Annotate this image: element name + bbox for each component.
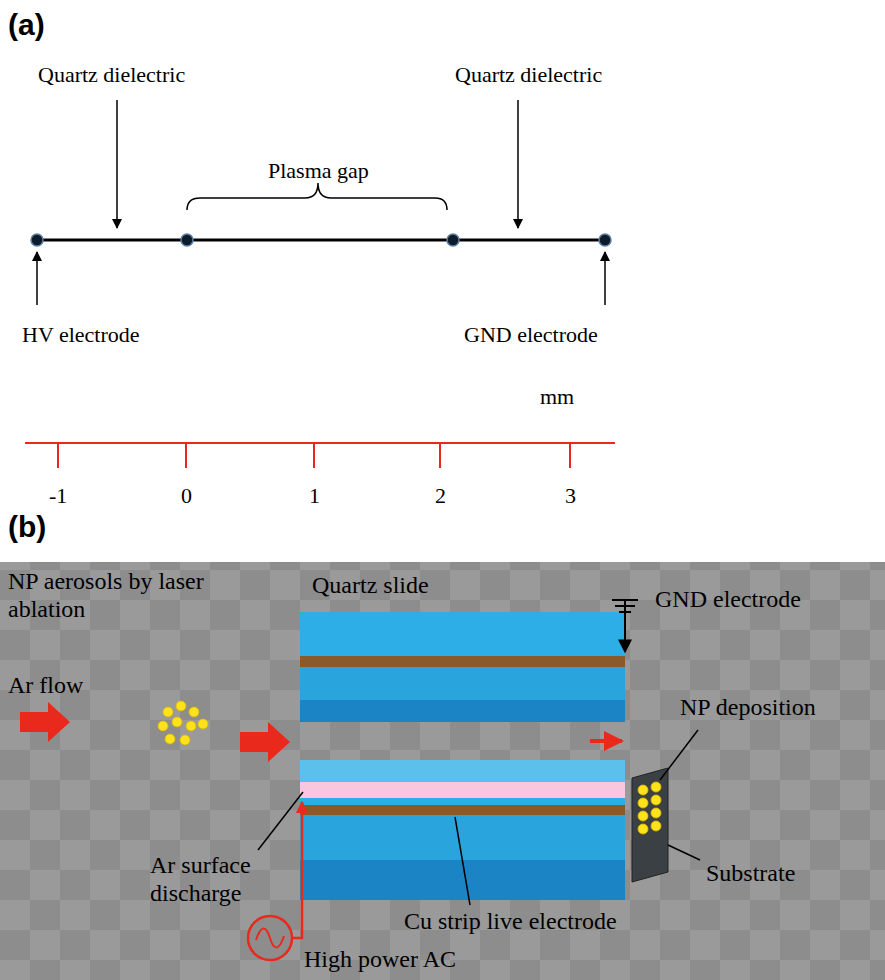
part-name: NP aerosols by laser ablation (8, 568, 283, 623)
part-name: Cu strip live electrode (404, 908, 617, 936)
checkered-ground (0, 562, 885, 980)
top-quartz-slide (300, 612, 625, 722)
part-name: High power AC (304, 946, 456, 974)
part-name: Quartz dielectric (455, 62, 602, 87)
part-name: GND electrode (655, 586, 801, 614)
ground-symbol (612, 600, 638, 652)
np-aerosol (158, 701, 208, 745)
part-name: Ar flow (8, 672, 83, 700)
flow-arrows (20, 702, 622, 762)
substrate (632, 768, 668, 882)
tick-label: 2 (435, 483, 446, 508)
gap-schematic (31, 100, 611, 305)
panel-label: (a) (8, 8, 45, 43)
tick-label: 1 (309, 483, 320, 508)
bottom-quartz-slide (300, 760, 625, 900)
leader-lines (258, 730, 700, 905)
part-name: Substrate (706, 860, 795, 888)
panel-label: (b) (8, 510, 46, 545)
part-name: Quartz dielectric (38, 62, 185, 87)
part-name: Quartz slide (312, 572, 429, 600)
part-name: GND electrode (464, 322, 598, 347)
mm-ruler (25, 443, 615, 468)
part-name: Plasma gap (268, 158, 369, 183)
tick-label: -1 (49, 483, 67, 508)
part-name: HV electrode (22, 322, 140, 347)
part-name: Ar surface discharge (150, 852, 340, 907)
ac-source (248, 802, 302, 960)
part-name: NP deposition (680, 694, 816, 722)
tick-label: 0 (181, 483, 192, 508)
tick-label: 3 (565, 483, 576, 508)
unit-label: mm (540, 384, 574, 409)
